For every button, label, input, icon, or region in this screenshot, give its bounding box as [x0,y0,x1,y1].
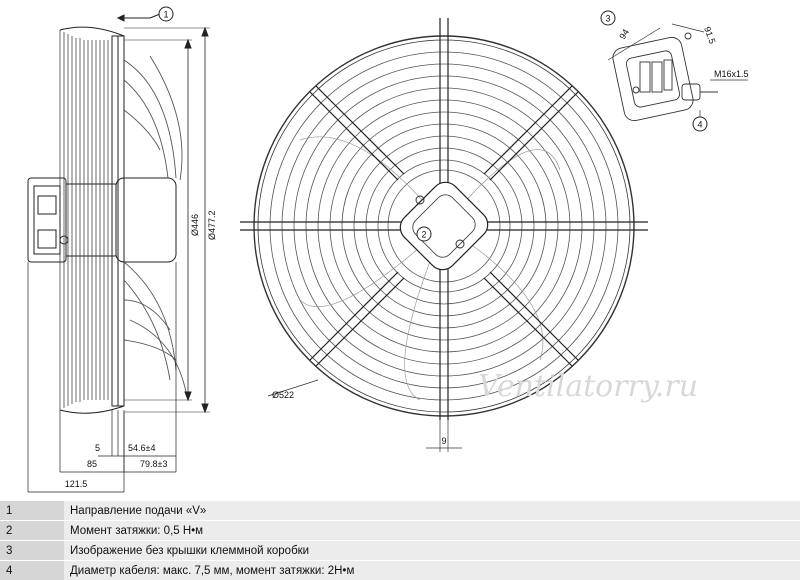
side-guard-ribs [60,30,108,410]
legend-number: 3 [0,541,64,561]
watermark: Ventilatorry.ru [478,369,698,404]
callout-1: 1 [159,7,173,21]
legend-row: 1 Направление подачи «V» [0,501,800,521]
legend-text: Диаметр кабеля: макс. 7,5 мм, момент зат… [64,561,800,580]
callout-3: 3 [601,11,615,25]
dim-9: 9 [441,436,446,446]
front-blades [300,137,560,400]
legend-row: 2 Момент затяжки: 0,5 Н•м [0,521,800,541]
svg-text:2: 2 [421,230,426,240]
dim-79: 79.8±3 [140,459,167,469]
dim-diameter-522: Ø522 [272,390,294,400]
legend-row: 3 Изображение без крышки клеммной коробк… [0,541,800,561]
technical-drawing: 1 2 3 4 Ø446 Ø477.2 Ø522 5 54.6±4 85 79.… [0,0,800,500]
legend-number: 1 [0,501,64,521]
svg-text:4: 4 [697,120,702,130]
legend-number: 4 [0,561,64,580]
dim-diameter-446: Ø446 [190,214,200,236]
side-view [28,14,210,492]
side-blades [124,56,186,392]
legend-number: 2 [0,521,64,541]
dim-91-5: 91.5 [702,25,717,45]
dim-5: 5 [95,443,100,453]
dim-diameter-477: Ø477.2 [207,210,217,240]
dim-94: 94 [617,27,631,41]
legend-text: Изображение без крышки клеммной коробки [64,541,800,561]
legend-table: 1 Направление подачи «V» 2 Момент затяжк… [0,500,800,580]
legend-row: 4 Диаметр кабеля: макс. 7,5 мм, момент з… [0,561,800,580]
callout-4: 4 [693,117,707,131]
legend-text: Направление подачи «V» [64,501,800,521]
svg-text:1: 1 [163,10,168,20]
callout-2: 2 [417,227,431,241]
legend-text: Момент затяжки: 0,5 Н•м [64,521,800,541]
dim-121: 121.5 [65,479,88,489]
dim-85: 85 [87,459,97,469]
center-hub [395,177,494,276]
svg-text:3: 3 [605,14,610,24]
dim-m16: M16x1.5 [714,69,749,79]
dim-54: 54.6±4 [128,443,155,453]
